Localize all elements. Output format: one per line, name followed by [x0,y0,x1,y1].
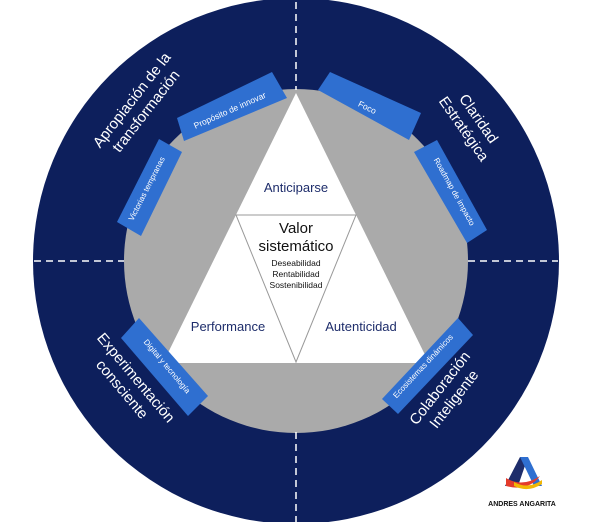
tab-foco: Foco [318,72,421,140]
center-item: Deseabilidad [271,258,320,268]
triangle-right-label: Autenticidad [325,319,397,334]
center-title-line1: Valor [279,220,313,237]
center-title-line2: sistemático [258,238,333,255]
center-item: Rentabilidad [272,269,320,279]
inner-triangle-outline [235,214,357,364]
logo-text: ANDRES ANGARITA [488,501,556,508]
logo-mark-icon [505,457,542,490]
central-triangle [163,93,429,363]
triangle-top-label: Anticiparse [264,180,328,195]
triangle-left-label: Performance [191,319,265,334]
brand-logo: ANDRES ANGARITA [488,457,556,508]
center-item: Sostenibilidad [270,280,323,290]
